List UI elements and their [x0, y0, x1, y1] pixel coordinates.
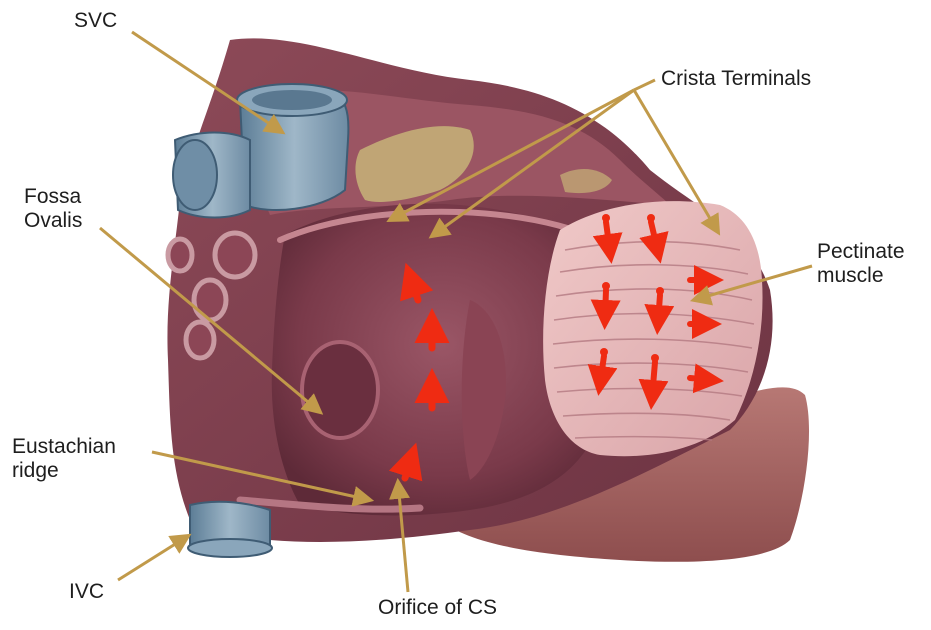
flow-arrow	[652, 362, 655, 398]
label-pectinate-line1: Pectinate	[817, 240, 905, 264]
label-fossa-ovalis: Fossa Ovalis	[24, 185, 82, 233]
leader-crista-top	[634, 80, 655, 90]
flow-arrow	[606, 222, 610, 252]
pulmonary-vessel-opening	[173, 140, 217, 210]
label-orifice-of-cs: Orifice of CS	[378, 596, 497, 620]
label-svc: SVC	[74, 9, 117, 33]
ivc-opening	[188, 539, 272, 557]
svc-lumen	[252, 90, 332, 110]
flow-arrow	[605, 290, 606, 318]
label-fossa-line1: Fossa	[24, 185, 82, 209]
label-crista-terminals: Crista Terminals	[661, 67, 811, 91]
label-eustachian-line2: ridge	[12, 459, 116, 483]
label-fossa-line2: Ovalis	[24, 209, 82, 233]
label-pectinate-line2: muscle	[817, 264, 905, 288]
label-ivc: IVC	[69, 580, 104, 604]
leader-ivc	[118, 536, 188, 580]
label-pectinate-muscle: Pectinate muscle	[817, 240, 905, 288]
label-eustachian-line1: Eustachian	[12, 435, 116, 459]
label-eustachian-ridge: Eustachian ridge	[12, 435, 116, 483]
label-crista-text: Crista Terminals	[661, 67, 811, 91]
label-ivc-text: IVC	[69, 580, 104, 604]
flow-arrow	[600, 356, 604, 384]
label-orifice-text: Orifice of CS	[378, 596, 497, 620]
flow-arrow	[690, 378, 712, 380]
label-svc-text: SVC	[74, 9, 117, 33]
flow-arrow	[658, 295, 660, 323]
